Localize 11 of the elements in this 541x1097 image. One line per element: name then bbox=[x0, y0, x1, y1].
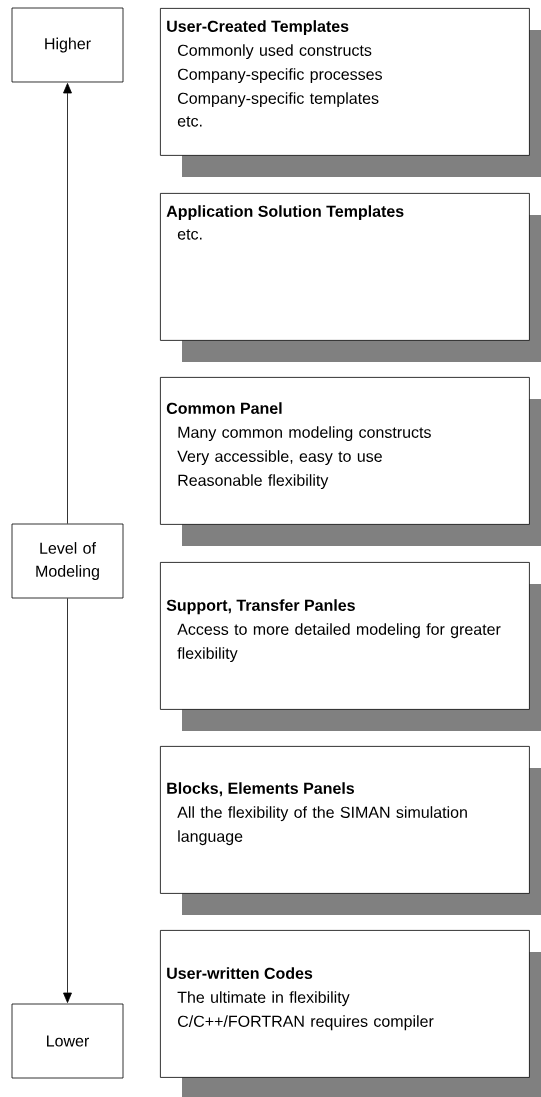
arrow bbox=[63, 598, 72, 1003]
template-box: Blocks, Elements Panels All the flexibility of the SIMAN simulation language bbox=[160, 746, 541, 915]
level-box: Higher bbox=[11, 7, 124, 83]
template-box: Application Solution Templates etc. bbox=[160, 193, 541, 362]
template-box: User-Created Templates Commonly used constructs Company-specific processes Company-specific templates etc. bbox=[160, 8, 541, 177]
template-box: User-written Codes The ultimate in flexibility C/C++/FORTRAN requires compiler bbox=[160, 930, 541, 1097]
template-box: Support, Transfer Panles Access to more detailed modeling for greater flexibility bbox=[160, 562, 541, 731]
level-box: Lower bbox=[11, 1003, 124, 1079]
level-box: Level of Modeling bbox=[11, 523, 124, 599]
template-box: Common Panel Many common modeling constructs Very accessible, easy to use Reasonable flexibility bbox=[160, 377, 541, 546]
arrow bbox=[63, 83, 72, 524]
